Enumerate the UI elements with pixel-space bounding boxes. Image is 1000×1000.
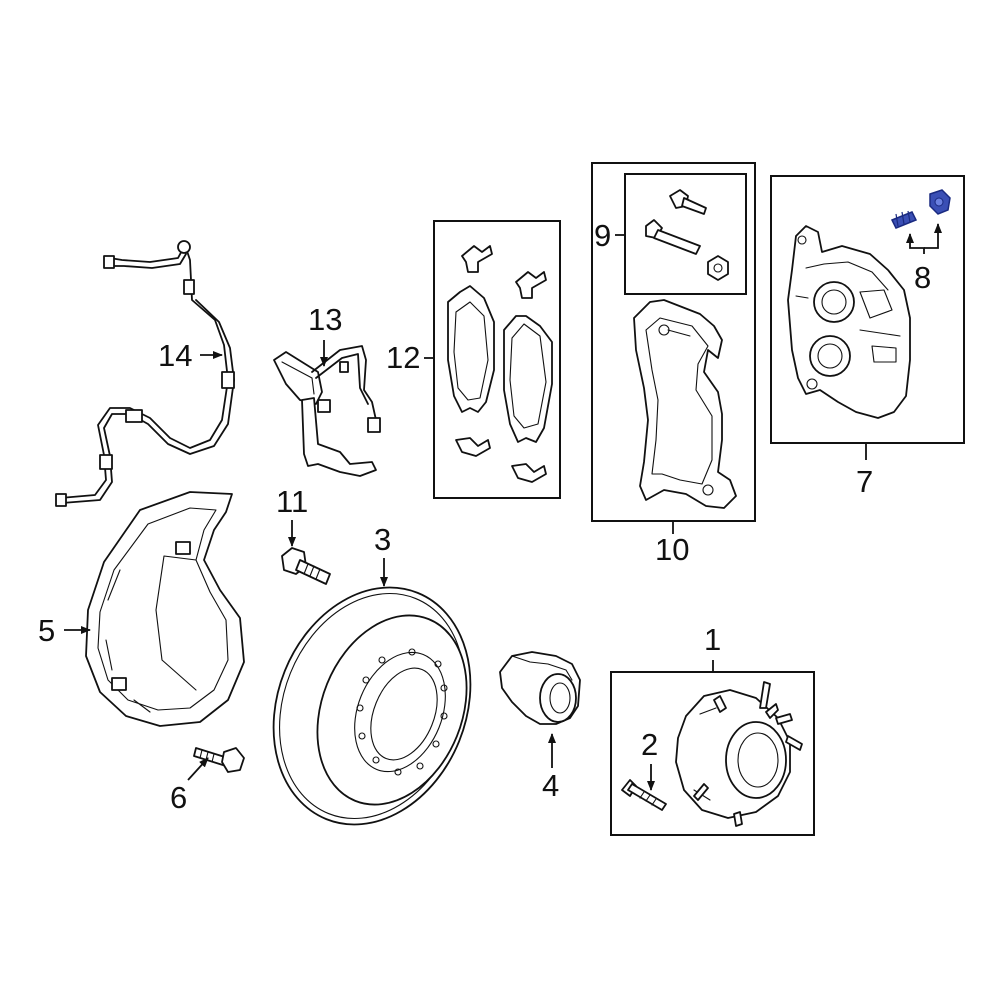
caliper-box	[770, 175, 965, 444]
splash-shield[interactable]	[85, 491, 245, 727]
hub-assembly[interactable]	[675, 681, 803, 827]
shield-bolt[interactable]	[193, 747, 245, 773]
callout-6: 6	[170, 780, 187, 815]
callout-5: 5	[38, 613, 55, 648]
callout-11: 11	[276, 484, 308, 519]
caliper-bolt[interactable]	[281, 547, 331, 585]
abs-sensor-harness[interactable]	[55, 240, 235, 507]
callout-9: 9	[594, 218, 611, 253]
brake-hose-bracket[interactable]	[273, 345, 381, 477]
callout-7: 7	[856, 464, 873, 499]
guide-pin-kit-box	[624, 173, 747, 295]
hub-adapter[interactable]	[499, 651, 581, 725]
leader-lines	[64, 223, 942, 791]
callout-10: 10	[655, 532, 689, 567]
wheel-stud[interactable]	[621, 779, 667, 811]
bleeder-screw-and-cap[interactable]	[890, 189, 951, 229]
callout-13: 13	[308, 302, 342, 337]
brake-rotor[interactable]	[239, 558, 505, 855]
callout-labels: 14 13 12 9 8 7 10 11 3 5 6 4 1 2	[38, 218, 931, 815]
guide-pin-kit[interactable]	[645, 189, 729, 281]
callout-2: 2	[641, 727, 658, 762]
pad-set-box	[433, 220, 561, 499]
callout-3: 3	[374, 522, 391, 557]
caliper-support-bracket[interactable]	[633, 299, 737, 509]
callout-1: 1	[704, 622, 721, 657]
brake-caliper[interactable]	[787, 225, 911, 419]
callout-14: 14	[158, 338, 192, 373]
callout-12: 12	[386, 340, 420, 375]
brake-pad-set[interactable]	[447, 245, 553, 483]
callout-4: 4	[542, 768, 559, 803]
callout-8: 8	[914, 260, 931, 295]
